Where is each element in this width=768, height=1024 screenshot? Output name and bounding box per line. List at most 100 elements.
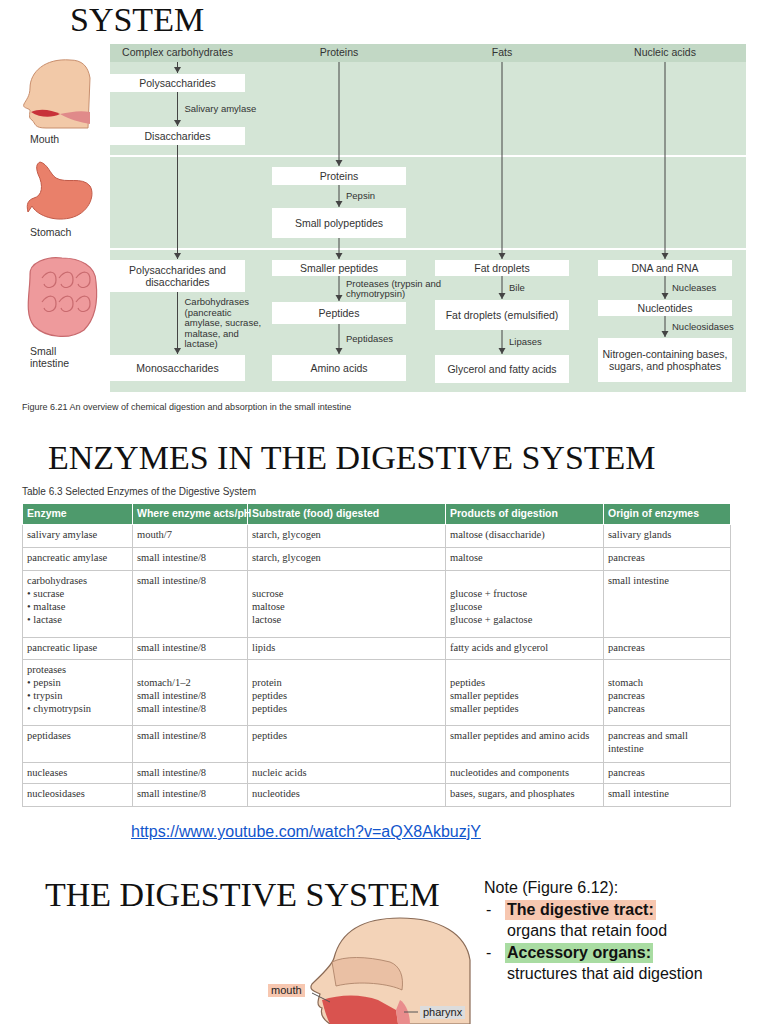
flow-arrow — [502, 330, 503, 354]
column-header: Fats — [435, 46, 569, 59]
cell-text: peptides — [252, 702, 441, 715]
cell-text: pancreas and small intestine — [608, 729, 726, 755]
header-line — [177, 62, 178, 73]
cell-text: stomach/1–2 — [137, 676, 243, 689]
face-illustration — [24, 60, 90, 128]
column-header: Proteins — [272, 46, 406, 59]
table-cell: small intestine — [604, 784, 731, 807]
row-divider — [110, 248, 746, 250]
flow-arrow — [665, 316, 666, 337]
box-text: DNA and RNA — [628, 261, 701, 275]
enzyme-label: Bile — [509, 283, 599, 294]
table-caption: Table 6.3 Selected Enzymes of the Digest… — [22, 486, 256, 498]
nasal-cavity — [332, 958, 403, 991]
bullet-dash: - — [486, 900, 491, 920]
intestine-illustration — [28, 258, 96, 337]
cell-text: small intestine/8 — [137, 641, 243, 654]
table-cell: nucleases — [23, 763, 133, 784]
cell-text: starch, glycogen — [252, 551, 441, 564]
table-cell: pancreatic amylase — [23, 548, 133, 571]
table-cell: small intestine/8 — [133, 571, 248, 638]
oral-cavity — [60, 111, 90, 124]
box-text: Fat droplets — [471, 261, 532, 275]
cell-text: salivary amylase — [27, 528, 128, 541]
header-line — [665, 62, 666, 259]
table-cell: salivary amylase — [23, 525, 133, 548]
cell-text: small intestine — [608, 787, 726, 800]
column-heading: Substrate (food) digested — [252, 507, 441, 520]
cell-text: glucose + galactose — [450, 613, 599, 626]
table-cell: starch, glycogen — [248, 548, 446, 571]
header-line — [339, 62, 340, 166]
flow-arrow — [339, 238, 340, 259]
box-text: Proteins — [317, 169, 362, 183]
blank-line — [608, 663, 726, 676]
table-header-cell: Products of digestion — [446, 504, 604, 525]
table-cell: peptides — [248, 726, 446, 763]
blank-line — [252, 663, 441, 676]
box-text: Disaccharides — [142, 129, 214, 143]
cell-text: smaller peptides — [450, 702, 599, 715]
table-cell: nucleotides — [248, 784, 446, 807]
blank-line — [450, 574, 599, 587]
table-cell: fatty acids and glycerol — [446, 638, 604, 660]
cell-text: pancreas — [608, 766, 726, 779]
flow-arrow — [177, 92, 178, 126]
box-text: Nucleotides — [635, 301, 696, 315]
cell-text: peptides — [450, 676, 599, 689]
highlight-term: Accessory organs: — [505, 943, 653, 963]
enzyme-label: Carbohydrases (pancreatic amylase, sucra… — [185, 297, 271, 350]
head-illustration — [311, 918, 470, 1024]
table-cell: lipids — [248, 638, 446, 660]
enzyme-label: Lipases — [509, 337, 599, 348]
cell-text: salivary glands — [608, 528, 726, 541]
process-box: Proteins — [272, 167, 406, 185]
table-cell: stomachpancreaspancreas — [604, 660, 731, 726]
figure-caption: Figure 6.21 An overview of chemical dige… — [22, 402, 351, 413]
stomach-shape — [27, 162, 92, 219]
coil-stroke — [42, 272, 56, 287]
cell-text: pancreatic lipase — [27, 641, 128, 654]
cell-text: maltose — [450, 551, 599, 564]
cell-text: sucrose — [252, 587, 441, 600]
table-cell: nucleosidases — [23, 784, 133, 807]
cell-text: small intestine/8 — [137, 766, 243, 779]
cell-text: smaller peptides and amino acids — [450, 729, 599, 742]
section-heading: THE DIGESTIVE SYSTEM — [45, 876, 440, 914]
intestine-coils — [42, 272, 90, 311]
header-line — [502, 62, 503, 259]
flow-arrow — [339, 185, 340, 207]
panel-ground — [110, 44, 746, 392]
enzyme-label: Peptidases — [346, 334, 436, 345]
cell-text: mouth/7 — [137, 528, 243, 541]
cell-text: small intestine — [608, 574, 726, 587]
cell-text: carbohydrases — [27, 574, 128, 587]
cell-text: • sucrase — [27, 587, 128, 600]
cell-text: small intestine/8 — [137, 787, 243, 800]
enzyme-label: Nucleases — [672, 283, 762, 294]
table-header-cell: Origin of enzymes — [604, 504, 731, 525]
cell-text: glucose — [450, 600, 599, 613]
process-box: Monosaccharides — [110, 355, 245, 381]
video-link: https://www.youtube.com/watch?v=aQX8Akbu… — [131, 822, 481, 842]
table-cell: mouth/7 — [133, 525, 248, 548]
row-label: Small intestine — [30, 345, 80, 369]
flow-arrow — [502, 276, 503, 299]
flow-arrow — [339, 276, 340, 301]
table-cell: carbohydrases• sucrase• maltase• lactase — [23, 571, 133, 638]
column-heading: Products of digestion — [450, 507, 599, 520]
box-text: Smaller peptides — [297, 261, 381, 275]
cell-text: lactose — [252, 613, 441, 626]
coil-stroke — [42, 296, 56, 311]
table-cell: maltose — [446, 548, 604, 571]
table-cell: proteinpeptidespeptides — [248, 660, 446, 726]
coil-stroke — [76, 272, 90, 287]
cell-text: smaller peptides — [450, 689, 599, 702]
flow-arrow — [665, 276, 666, 299]
process-box: Amino acids — [272, 355, 406, 381]
column-heading: Where enzyme acts/pH — [137, 507, 243, 520]
cell-text: peptides — [252, 729, 441, 742]
coil-stroke — [59, 272, 73, 287]
cell-text: glucose + fructose — [450, 587, 599, 600]
table-cell: pancreas — [604, 638, 731, 660]
